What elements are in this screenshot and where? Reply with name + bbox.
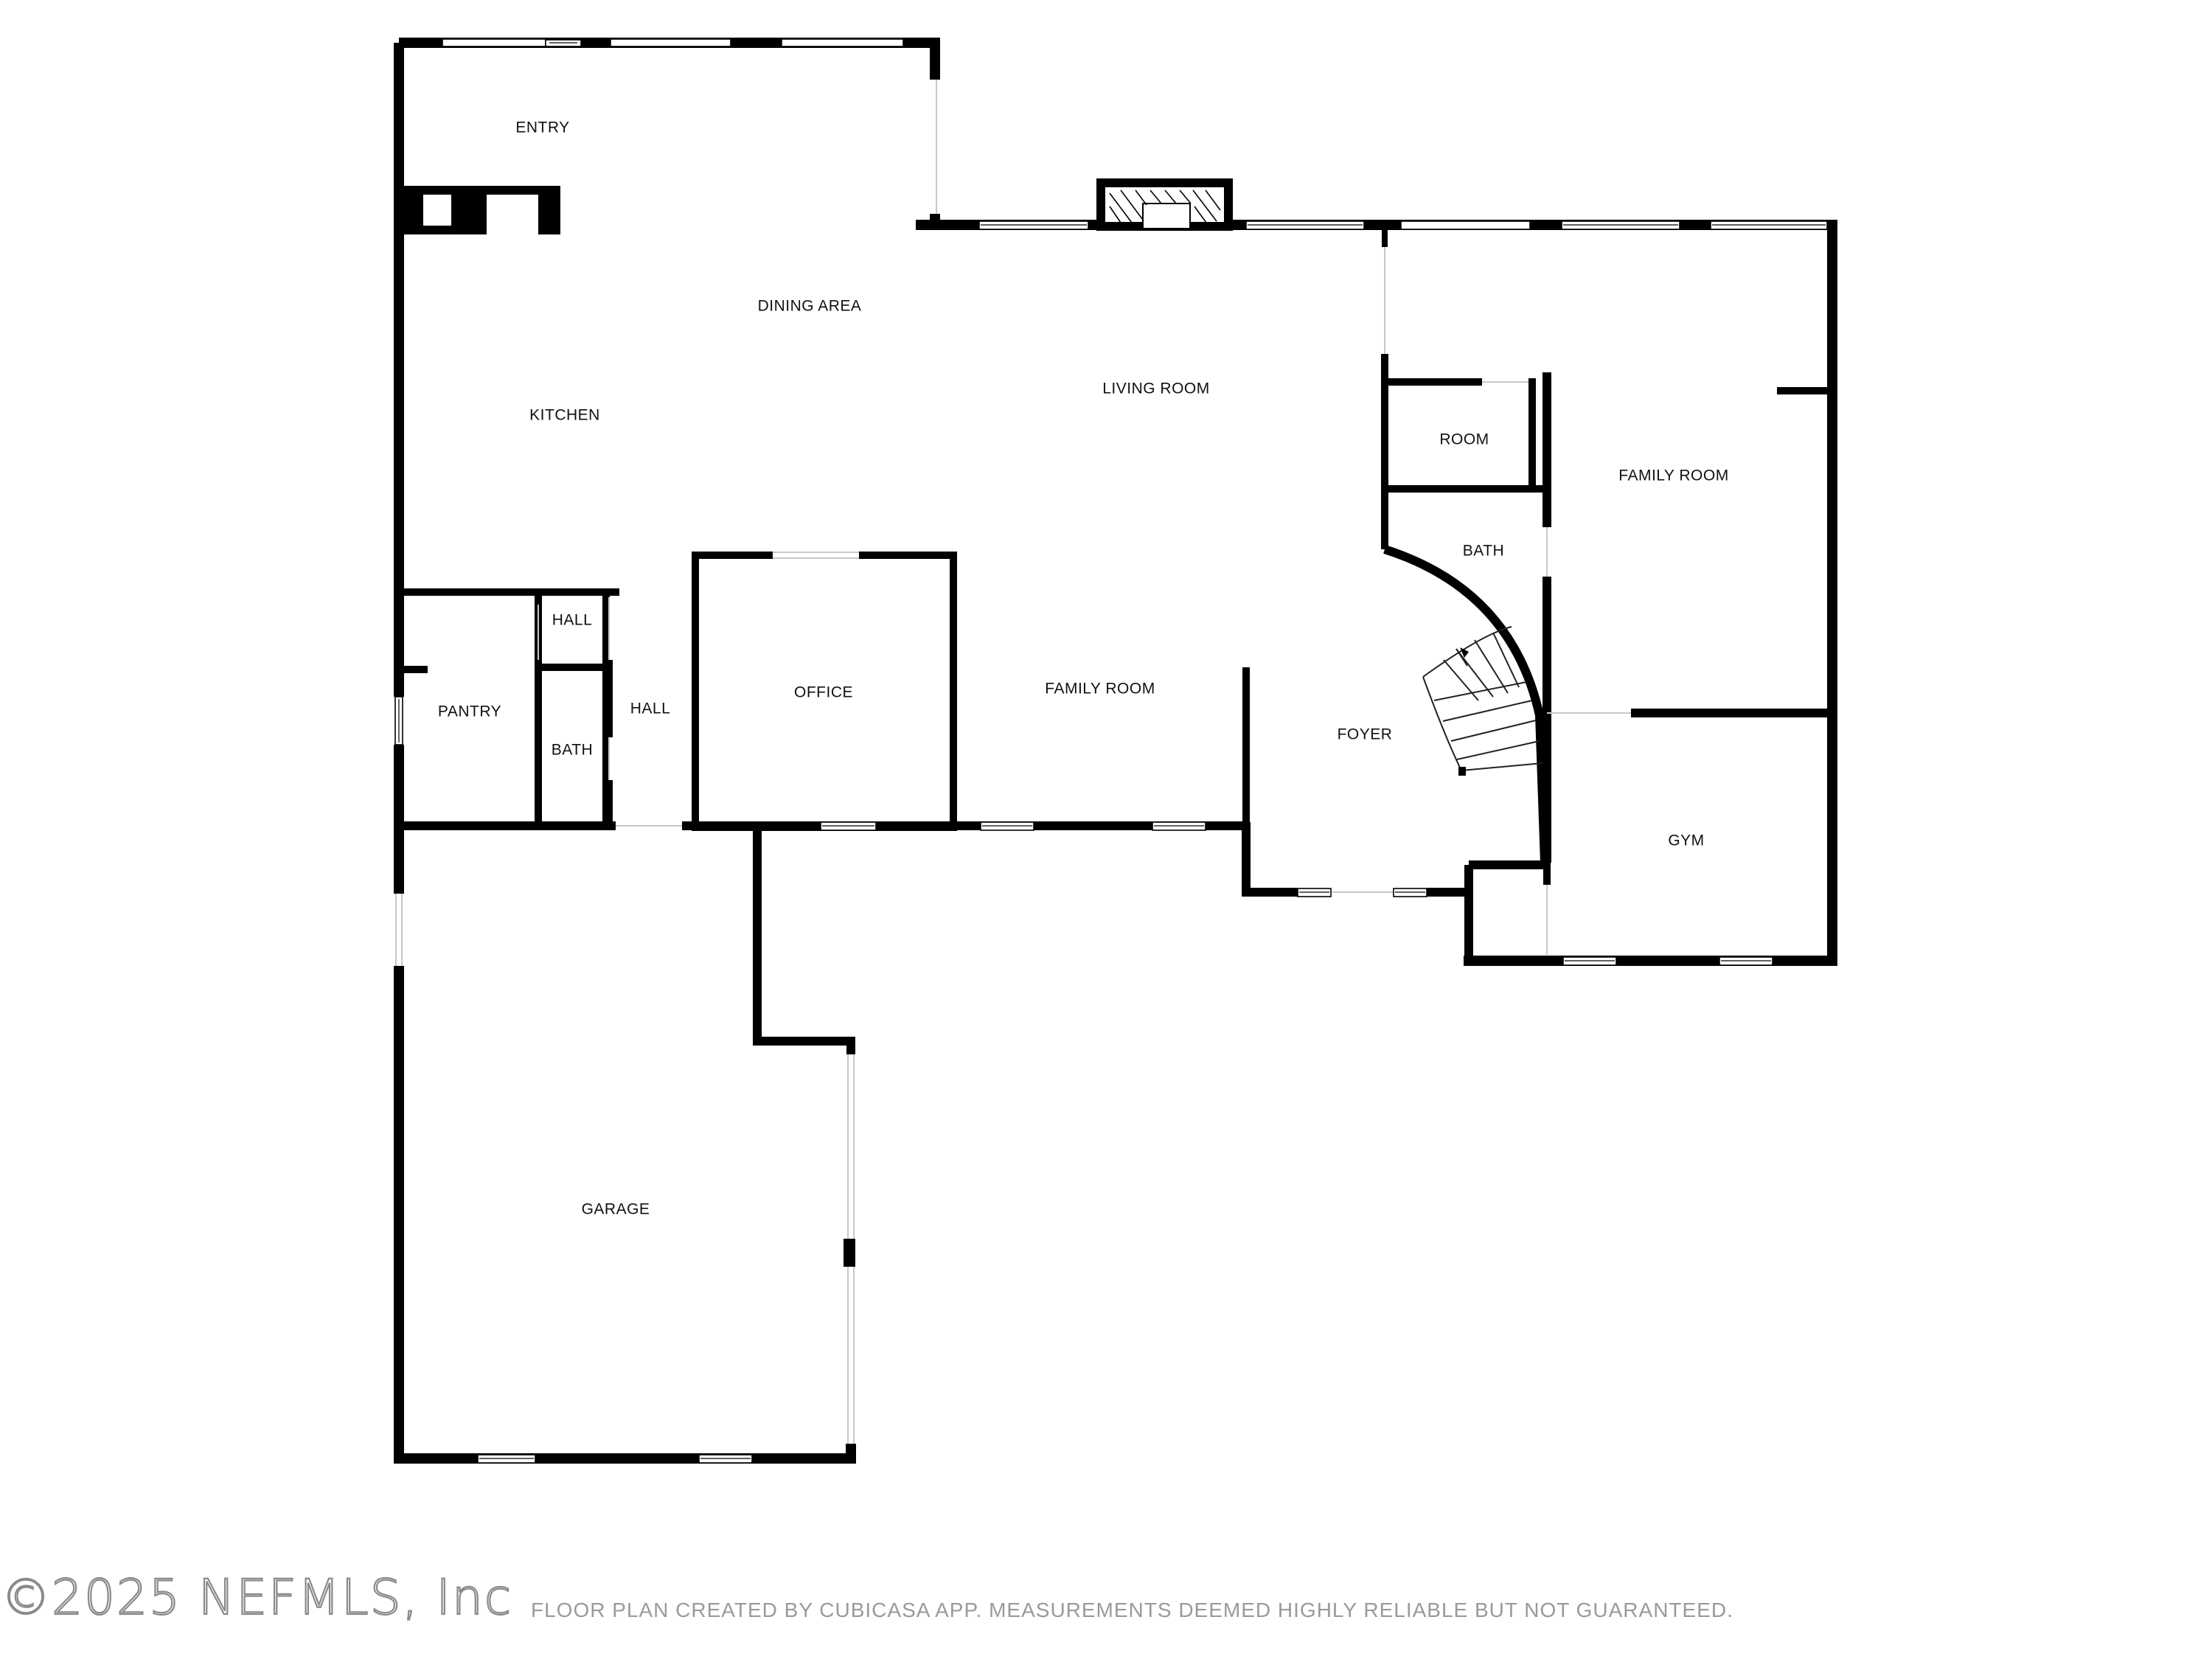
room-label-hall-lower: HALL	[630, 700, 671, 717]
room-label-hall-upper: HALL	[552, 612, 593, 629]
room-label-entry: ENTRY	[515, 119, 569, 136]
fireplace-hatch	[1109, 189, 1221, 223]
room-label-bath-upper: BATH	[1463, 543, 1504, 560]
room-label-garage: GARAGE	[582, 1201, 650, 1218]
windows	[394, 38, 1828, 1464]
disclaimer-text: FLOOR PLAN CREATED BY CUBICASA APP. MEAS…	[531, 1599, 1733, 1621]
walls	[393, 38, 1837, 1464]
copyright-watermark: ©2025 NEFMLS, Inc	[1, 1568, 513, 1627]
room-label-bath-lower: BATH	[552, 742, 593, 759]
room-label-room: ROOM	[1439, 431, 1489, 448]
room-label-family-room-right: FAMILY ROOM	[1618, 467, 1728, 484]
room-labels: ENTRY DINING AREA KITCHEN LIVING ROOM RO…	[438, 119, 1728, 1218]
room-label-office: OFFICE	[794, 684, 853, 701]
room-label-gym: GYM	[1668, 832, 1704, 849]
room-label-dining-area: DINING AREA	[758, 298, 862, 315]
room-label-kitchen: KITCHEN	[529, 407, 600, 424]
room-label-living-room: LIVING ROOM	[1102, 380, 1210, 397]
room-label-pantry: PANTRY	[438, 703, 501, 720]
room-label-family-room-center: FAMILY ROOM	[1045, 681, 1155, 698]
staircase	[1422, 626, 1543, 776]
room-label-foyer: FOYER	[1338, 726, 1393, 743]
